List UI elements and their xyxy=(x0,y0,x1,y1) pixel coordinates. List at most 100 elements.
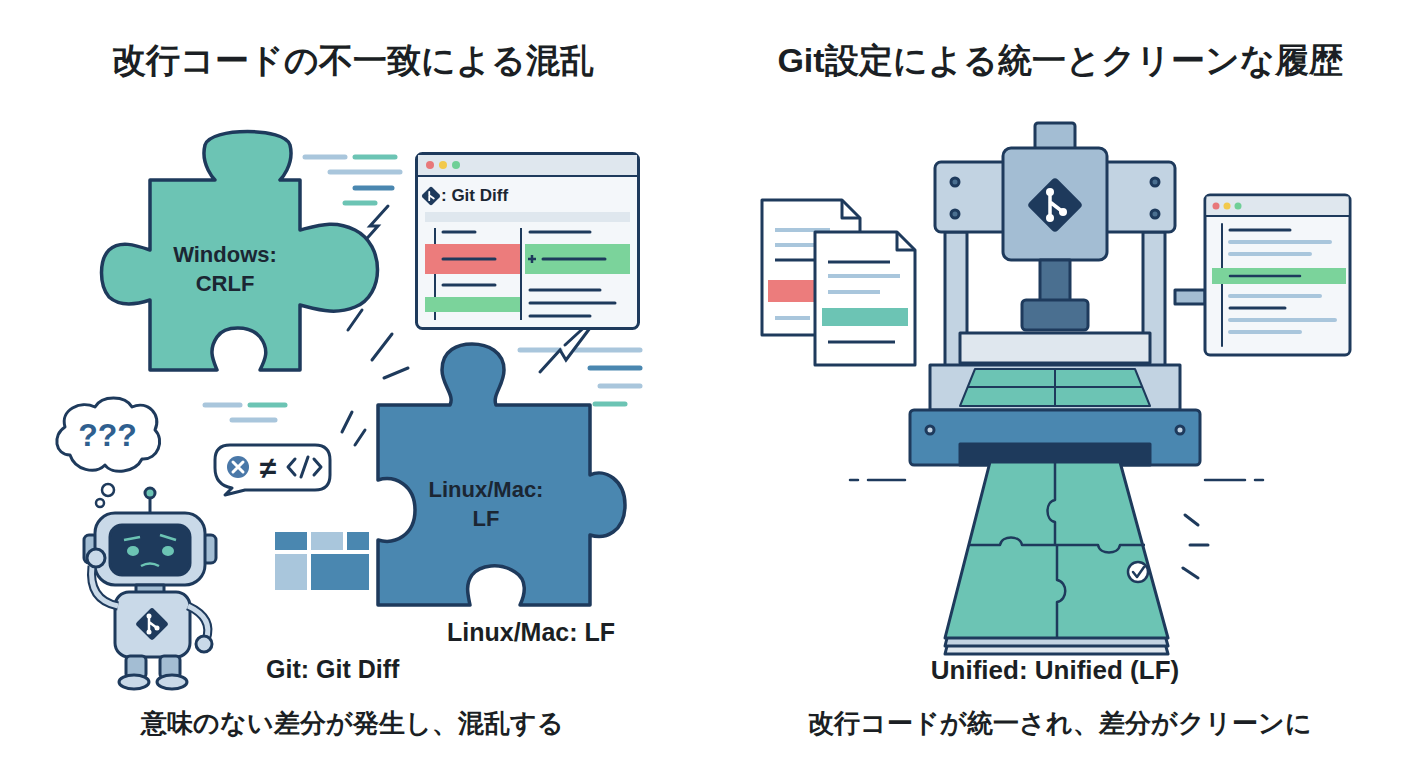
decor-dashes-part xyxy=(232,418,275,423)
panel-title: Git設定による統一とクリーンな履歴 xyxy=(720,38,1400,84)
git-diff-window-outline-part-part xyxy=(429,192,434,200)
git-diff-window-outline xyxy=(415,152,640,330)
thought-bubble-outline-part xyxy=(57,398,160,471)
platform-label: Linux/Mac: LF xyxy=(447,618,667,647)
git-icon-part xyxy=(1046,214,1054,222)
git-diff-window-outline-part xyxy=(439,161,447,169)
ground-lines-part xyxy=(850,479,858,482)
git-press-machine-part xyxy=(1040,260,1070,302)
git-diff-window-outline-part xyxy=(520,228,522,320)
robot-part xyxy=(110,525,190,575)
input-documents-part xyxy=(828,341,895,344)
git-press-machine-part xyxy=(951,210,959,218)
robot-part xyxy=(157,675,187,689)
git-press-machine-part xyxy=(1176,426,1184,434)
robot-part xyxy=(145,488,155,498)
input-documents xyxy=(762,200,915,365)
robot-part xyxy=(124,537,140,540)
conflict-strokes-part xyxy=(372,334,392,360)
speech-bubble-outline-part xyxy=(233,462,243,472)
tool-label: Git: Git Diff xyxy=(266,655,466,684)
git-icon-part xyxy=(1046,188,1054,196)
git-diff-window-outline-part xyxy=(530,231,590,234)
git-diff-window-outline-part xyxy=(417,175,639,177)
decor-dashes-part xyxy=(355,186,392,191)
clean-diff-window-part xyxy=(1213,203,1220,210)
git-press-machine-part xyxy=(926,426,934,434)
input-documents-part xyxy=(815,232,915,365)
git-diff-window: : Git Diff xyxy=(415,152,640,330)
speech-bubble: ≠ xyxy=(210,440,335,496)
motion-marks-part xyxy=(1183,568,1198,578)
input-documents-part xyxy=(768,280,818,302)
decor-dashes-part xyxy=(330,170,400,175)
git-diff-window-outline-part xyxy=(421,186,441,206)
decor-dashes-part xyxy=(520,348,560,353)
git-diff-window-outline-part xyxy=(543,258,605,261)
robot-part xyxy=(160,535,176,540)
decor-dashes-part xyxy=(355,155,395,160)
puzzle-piece-outline-part xyxy=(102,132,378,371)
decor-dashes-part xyxy=(345,201,375,206)
clean-diff-window-part xyxy=(1207,197,1349,216)
git-press-machine-part xyxy=(1175,290,1205,304)
git-icon xyxy=(1027,177,1084,234)
git-press-machine-part xyxy=(968,386,1142,388)
git-press-machine-part xyxy=(960,333,1150,363)
git-diff-window-outline-part xyxy=(443,258,495,261)
git-press-machine-part xyxy=(960,369,1150,406)
input-documents-part xyxy=(842,200,860,218)
clean-diff-window-part xyxy=(1230,330,1300,334)
conflict-strokes-part xyxy=(384,368,408,378)
input-documents-part xyxy=(828,274,900,278)
git-diff-window-outline-part xyxy=(426,161,434,169)
git-press-machine xyxy=(910,123,1205,465)
input-documents-part xyxy=(822,308,908,326)
speech-bubble-outline-part xyxy=(288,457,321,477)
robot-part xyxy=(141,564,159,567)
node-text: ≠ xyxy=(252,444,284,490)
ground-lines-part xyxy=(1205,479,1245,482)
puzzle-piece-outline-part xyxy=(378,344,625,605)
decor-dashes-part xyxy=(595,402,625,407)
git-icon-part xyxy=(1027,177,1084,234)
git-diff-window-outline-part xyxy=(425,212,630,222)
clean-diff-window-part xyxy=(1224,203,1231,210)
clean-diff-window-part xyxy=(1230,307,1285,310)
git-diff-window-outline-part xyxy=(443,231,475,234)
conflict-strokes-part xyxy=(342,412,352,432)
clean-diff-window-part xyxy=(1221,224,1223,346)
input-documents-part xyxy=(897,232,915,250)
input-documents-part xyxy=(828,261,890,264)
clean-diff-window-part xyxy=(1230,294,1320,298)
git-icon-part xyxy=(147,614,152,619)
decor-dashes-part xyxy=(250,403,285,408)
clean-diff-window-part xyxy=(1230,252,1310,256)
git-icon-part xyxy=(1059,208,1067,216)
clean-diff-window-part xyxy=(1230,318,1335,322)
decor-dashes-part xyxy=(590,366,640,371)
git-diff-window-outline-part xyxy=(452,161,460,169)
clean-diff-window-part xyxy=(1230,240,1330,244)
clean-diff-window-part xyxy=(1205,195,1350,355)
result-label: Unified: Unified (LF) xyxy=(855,655,1255,686)
git-diff-window-outline-part-part xyxy=(421,186,441,206)
git-diff-window-outline-part xyxy=(425,297,520,312)
node-text: Windows: CRLF xyxy=(163,225,287,315)
decor-dashes-part xyxy=(305,155,345,160)
git-press-machine-part xyxy=(1003,148,1107,260)
input-documents-part xyxy=(775,316,810,320)
panel-caption: 意味のない差分が発生し、混乱する xyxy=(40,706,665,741)
puzzle-piece: Linux/Mac: LF xyxy=(370,340,630,610)
thought-dot xyxy=(102,484,114,496)
git-diff-window-outline-part xyxy=(530,302,615,305)
node-text: ??? xyxy=(60,407,155,465)
git-icon-part xyxy=(135,607,169,641)
ground-lines-part xyxy=(868,479,905,482)
decor-block xyxy=(275,554,307,590)
clean-diff-window-part xyxy=(1205,215,1350,217)
clean-diff-window xyxy=(1205,195,1350,355)
decor-block xyxy=(347,532,369,550)
decor-dashes-part xyxy=(575,348,640,353)
